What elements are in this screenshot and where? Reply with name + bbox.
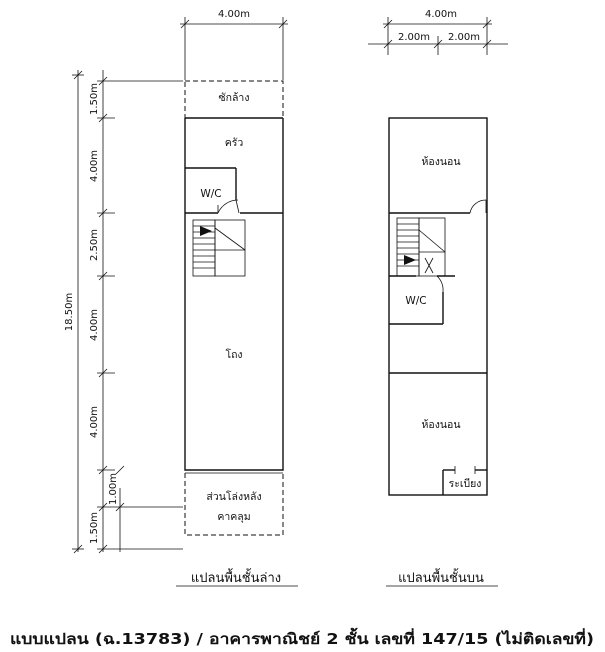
upper-floor-title: แปลนพื้นชั้นบน [398, 568, 484, 586]
room-yard-line1: ส่วนโล่งหลัง [206, 490, 261, 503]
upper-width-label: 4.00m [425, 9, 457, 20]
dim-segment-3: 2.50m [89, 229, 100, 261]
room-wc-ground: W/C [200, 188, 221, 200]
room-bedroom-top: ห้องนอน [421, 156, 460, 168]
dim-segment-5: 4.00m [89, 406, 100, 438]
upper-wc-door-swing [436, 275, 444, 293]
rear-open-area-outline [184, 473, 284, 536]
room-yard-line2: คาคลุม [217, 511, 250, 523]
ground-stair [192, 219, 246, 277]
room-wash: ซักล้าง [219, 92, 250, 104]
dim-segment-4: 4.00m [89, 309, 100, 341]
ground-width-label: 4.00m [218, 9, 250, 20]
dim-segment-2: 4.00m [89, 150, 100, 182]
ground-width-dimension: 4.00m [180, 9, 288, 80]
wc-door-swing [217, 199, 239, 214]
ground-walls [184, 118, 284, 471]
upper-floor-plan: 4.00m 2.00m 2.00m [368, 9, 508, 587]
room-hall: โถง [225, 348, 242, 361]
dim-inner: 1.00m [108, 473, 119, 505]
ground-floor-title: แปลนพื้นชั้นล่าง [191, 568, 281, 586]
upper-stair [396, 217, 446, 277]
room-bedroom-bottom: ห้องนอน [421, 419, 460, 431]
room-balcony: ระเบียง [449, 477, 482, 490]
upper-width-dimension: 4.00m 2.00m 2.00m [368, 9, 508, 55]
footer-caption: แบบแปลน (ฉ.13783) / อาคารพาณิชย์ 2 ชั้น … [10, 627, 594, 648]
room-kitchen: ครัว [225, 137, 244, 149]
room-wc-upper: W/C [405, 295, 426, 307]
total-length-label: 18.50m [64, 293, 75, 331]
ground-floor-plan: 4.00m [64, 9, 298, 587]
upper-half-dim-1: 2.00m [398, 32, 430, 43]
ground-length-dimensions: 18.50m 1.50m 4.00m 2.50m 4.00m 4.00m 1.5… [64, 70, 183, 554]
dim-segment-6: 1.50m [89, 512, 100, 544]
upper-walls [388, 117, 488, 496]
dim-segment-1: 1.50m [89, 83, 100, 115]
upper-half-dim-2: 2.00m [448, 32, 480, 43]
upper-bedroom-door-swing [469, 199, 487, 214]
